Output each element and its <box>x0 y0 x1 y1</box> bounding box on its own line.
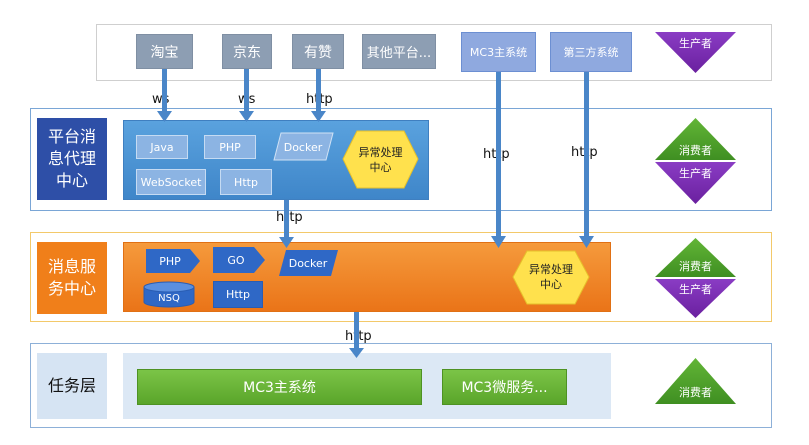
svg-text:Docker: Docker <box>289 257 328 270</box>
producer-triangle-service: 生产者 <box>655 279 736 318</box>
svg-text:中心: 中心 <box>540 278 562 291</box>
task-mc3-micro: MC3微服务... <box>442 369 567 405</box>
consumer-triangle-service: 消费者 <box>655 238 736 277</box>
svg-text:生产者: 生产者 <box>679 36 712 50</box>
service-layer-title: 消息服 务中心 <box>37 242 107 314</box>
chip-java: Java <box>136 135 188 159</box>
svg-text:GO: GO <box>227 254 245 267</box>
consumer-triangle-task: 消费者 <box>655 358 736 404</box>
svg-text:消费者: 消费者 <box>679 385 712 399</box>
producer-triangle-platform: 生产者 <box>655 162 736 204</box>
svg-text:PHP: PHP <box>159 255 181 268</box>
svg-text:生产者: 生产者 <box>679 282 712 296</box>
svg-text:中心: 中心 <box>370 161 392 174</box>
chip-http-service: Http <box>213 281 263 308</box>
svg-text:NSQ: NSQ <box>158 293 180 304</box>
source-jd: 京东 <box>222 34 272 69</box>
arrow-service-to-task <box>349 312 364 358</box>
task-layer-title: 任务层 <box>37 353 107 419</box>
consumer-triangle-platform: 消费者 <box>655 118 736 160</box>
source-mc3-main: MC3主系统 <box>461 32 536 72</box>
source-third-party: 第三方系统 <box>550 32 632 72</box>
arrow-mc3-main <box>491 72 506 248</box>
task-mc3-main: MC3主系统 <box>137 369 422 405</box>
platform-layer-title: 平台消 息代理 中心 <box>37 118 107 200</box>
exception-hexagon-platform: 异常处理 中心 <box>342 130 419 189</box>
svg-text:消费者: 消费者 <box>679 143 712 157</box>
source-youzan: 有赞 <box>292 34 344 69</box>
arrow-third-party <box>579 72 594 248</box>
chip-http-platform: Http <box>220 169 272 195</box>
producer-triangle-top: 生产者 <box>655 32 736 73</box>
arrow-platform-to-service <box>279 200 294 248</box>
chip-go: GO <box>213 247 265 273</box>
chip-php-service: PHP <box>146 249 200 273</box>
source-taobao: 淘宝 <box>136 34 193 69</box>
chip-docker-platform: Docker <box>273 132 334 161</box>
arrow-youzan <box>311 69 326 122</box>
arrow-label-http-platform: http <box>276 210 303 225</box>
exception-hexagon-service: 异常处理 中心 <box>512 250 590 305</box>
source-other: 其他平台... <box>362 34 436 69</box>
chip-docker-service: Docker <box>279 250 338 276</box>
nsq-database-icon: NSQ <box>143 281 195 308</box>
chip-websocket: WebSocket <box>136 169 206 195</box>
svg-text:Docker: Docker <box>284 141 323 154</box>
svg-text:生产者: 生产者 <box>679 166 712 180</box>
svg-text:异常处理: 异常处理 <box>359 146 403 159</box>
svg-text:消费者: 消费者 <box>679 259 712 273</box>
chip-php-platform: PHP <box>204 135 256 159</box>
svg-text:异常处理: 异常处理 <box>529 263 573 276</box>
arrow-taobao <box>157 69 172 122</box>
arrow-jd <box>239 69 254 122</box>
